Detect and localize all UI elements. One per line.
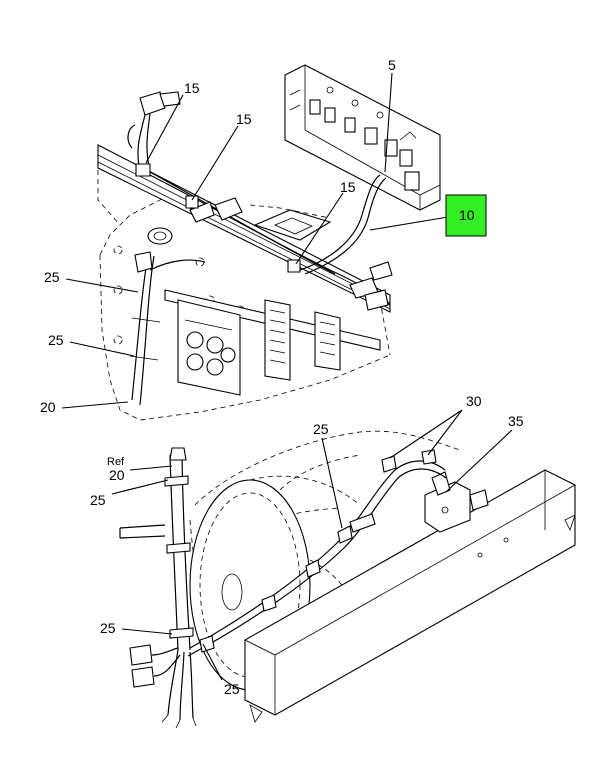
callout-ref: Ref: [107, 456, 125, 468]
callout-25-harness-upper: 25: [90, 492, 106, 508]
callout-20-panel: 20: [40, 399, 56, 415]
cab-panel-assembly: [97, 144, 391, 421]
transmission-harness: [119, 447, 447, 729]
callout-15-middle: 15: [236, 111, 252, 127]
callout-25-panel-upper: 25: [44, 269, 60, 285]
callout-5: 5: [388, 57, 396, 73]
callout-25-housing: 25: [313, 421, 329, 437]
callout-25-harness-lower: 25: [100, 620, 116, 636]
callout-25-panel-lower: 25: [48, 332, 64, 348]
callout-35: 35: [508, 413, 524, 429]
callout-25-harness-bottom: 25: [224, 681, 240, 697]
transmission-assembly: [189, 430, 576, 723]
callout-15-top: 15: [184, 80, 200, 96]
valve-block: [177, 299, 241, 396]
callout-15-lower: 15: [340, 179, 356, 195]
item-10-highlight[interactable]: [445, 194, 487, 237]
instrument-cluster: [284, 64, 441, 211]
callout-20-ref: 20: [109, 467, 125, 483]
louver-plates: [264, 299, 341, 381]
callout-10: 10: [459, 207, 475, 223]
cab-harness: [127, 91, 393, 406]
callout-labels: 15 15 15 5 10 25 25 20 30 35 25 Ref 20 2…: [40, 57, 524, 697]
callout-leaders: [61, 72, 513, 681]
callout-30: 30: [466, 393, 482, 409]
